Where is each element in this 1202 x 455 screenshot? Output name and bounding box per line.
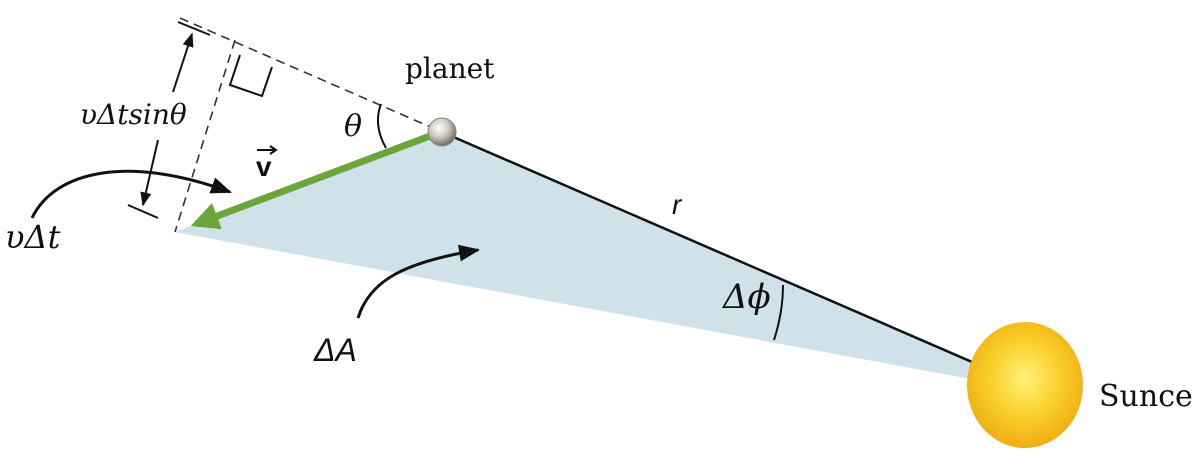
velocity-vector-arrow: [190, 129, 440, 230]
swept-area-region: [175, 132, 1025, 385]
dimension-tick-top: [177, 21, 211, 36]
dimension-arrow-upper: [172, 32, 194, 93]
radius-line: [441, 130, 1026, 387]
velocity-label: v: [256, 151, 272, 182]
perpendicular-dashed-line: [174, 39, 236, 233]
pointer-arrow-delta-a: [356, 244, 481, 319]
sun: [967, 322, 1083, 448]
delta-phi-label: Δϕ: [721, 277, 771, 317]
dimension-tick-bottom: [127, 204, 159, 219]
velocity-label-arrow-tip: [269, 145, 278, 155]
v-dt-label: υΔt: [5, 218, 61, 256]
radius-label: r: [672, 189, 683, 220]
tangent-dashed-line: [179, 17, 443, 133]
planet-label: planet: [405, 52, 495, 85]
theta-arc: [376, 103, 387, 149]
right-angle-marker: [228, 54, 273, 98]
planet: [427, 117, 457, 147]
v-dt-sin-theta-label: υΔtsinθ: [80, 98, 187, 131]
sun-label: Sunce: [1099, 379, 1193, 414]
delta-phi-arc: [773, 284, 784, 341]
theta-label: θ: [344, 109, 362, 144]
delta-area-label: ΔA: [313, 332, 357, 368]
pointer-arrow-v-dt: [30, 169, 232, 219]
